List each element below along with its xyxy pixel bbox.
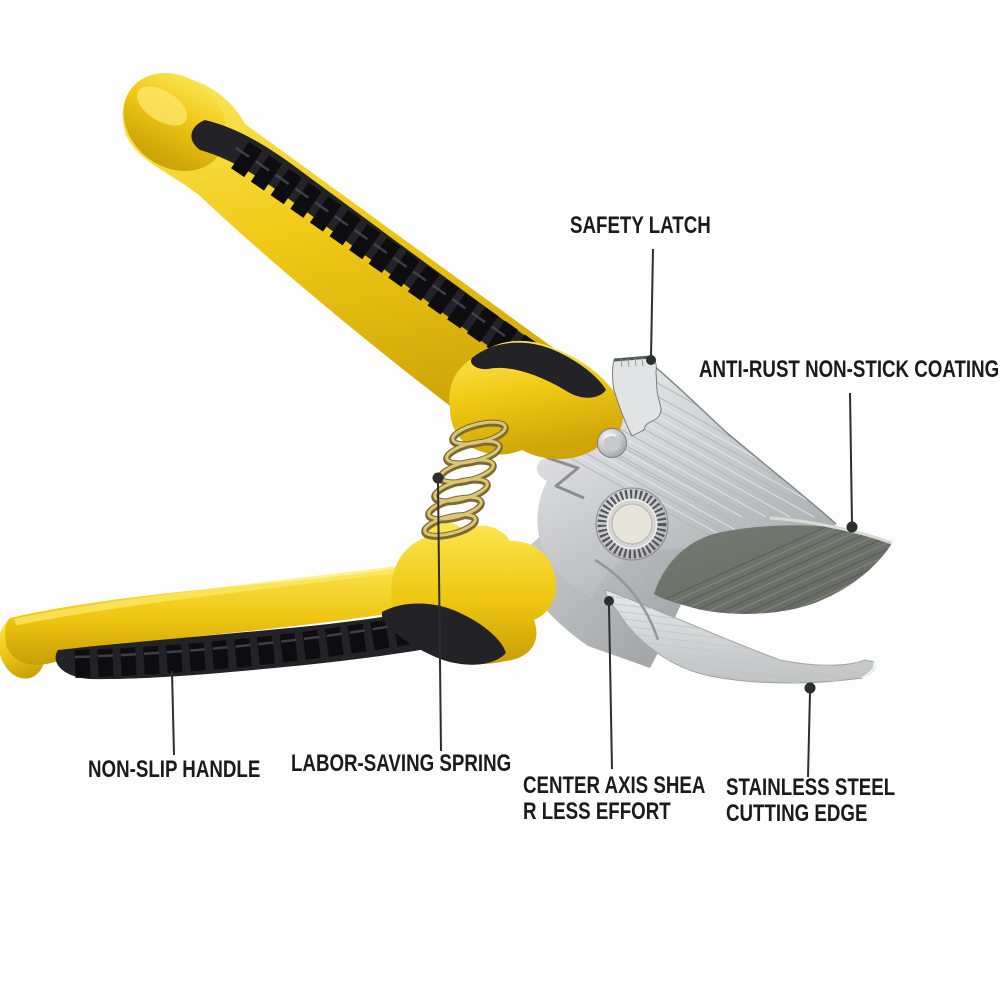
safety-latch-label: SAFETY LATCH (570, 212, 711, 239)
stainless-steel-label: STAINLESS STEEL CUTTING EDGE (726, 775, 895, 827)
anti-rust-callout-dot (846, 521, 858, 533)
anti-rust-coating-label: ANTI-RUST NON-STICK COATING (699, 356, 1000, 383)
center-pivot-nut (595, 487, 669, 561)
center-axis-callout-line (608, 604, 613, 770)
latch-rivet (597, 428, 627, 458)
non-slip-callout-line (171, 670, 175, 756)
center-axis-callout-dot (604, 596, 614, 606)
coil-spring (421, 419, 509, 540)
safety-latch-callout-line (650, 248, 654, 359)
center-axis-label: CENTER AXIS SHEA R LESS EFFORT (523, 773, 705, 825)
stainless-callout-line (807, 691, 811, 778)
spring-callout-dot (432, 472, 444, 484)
stainless-steel-label-line1: STAINLESS STEEL (726, 774, 896, 801)
anti-rust-callout-line (849, 392, 853, 525)
safety-latch-callout-dot (646, 355, 656, 365)
non-slip-handle-label: NON-SLIP HANDLE (88, 756, 261, 783)
spring-callout-line (437, 481, 442, 752)
lower-handle-boot (382, 523, 556, 665)
center-axis-label-line1: CENTER AXIS SHEA (523, 772, 706, 799)
labor-saving-spring-label: LABOR-SAVING SPRING (291, 750, 512, 777)
safety-latch-part (612, 355, 662, 437)
upper-handle-boot (449, 340, 624, 460)
callout-lines (171, 248, 858, 778)
stainless-callout-dot (804, 682, 816, 694)
stainless-steel-label-line2: CUTTING EDGE (726, 800, 868, 827)
center-axis-label-line2: R LESS EFFORT (523, 798, 671, 825)
